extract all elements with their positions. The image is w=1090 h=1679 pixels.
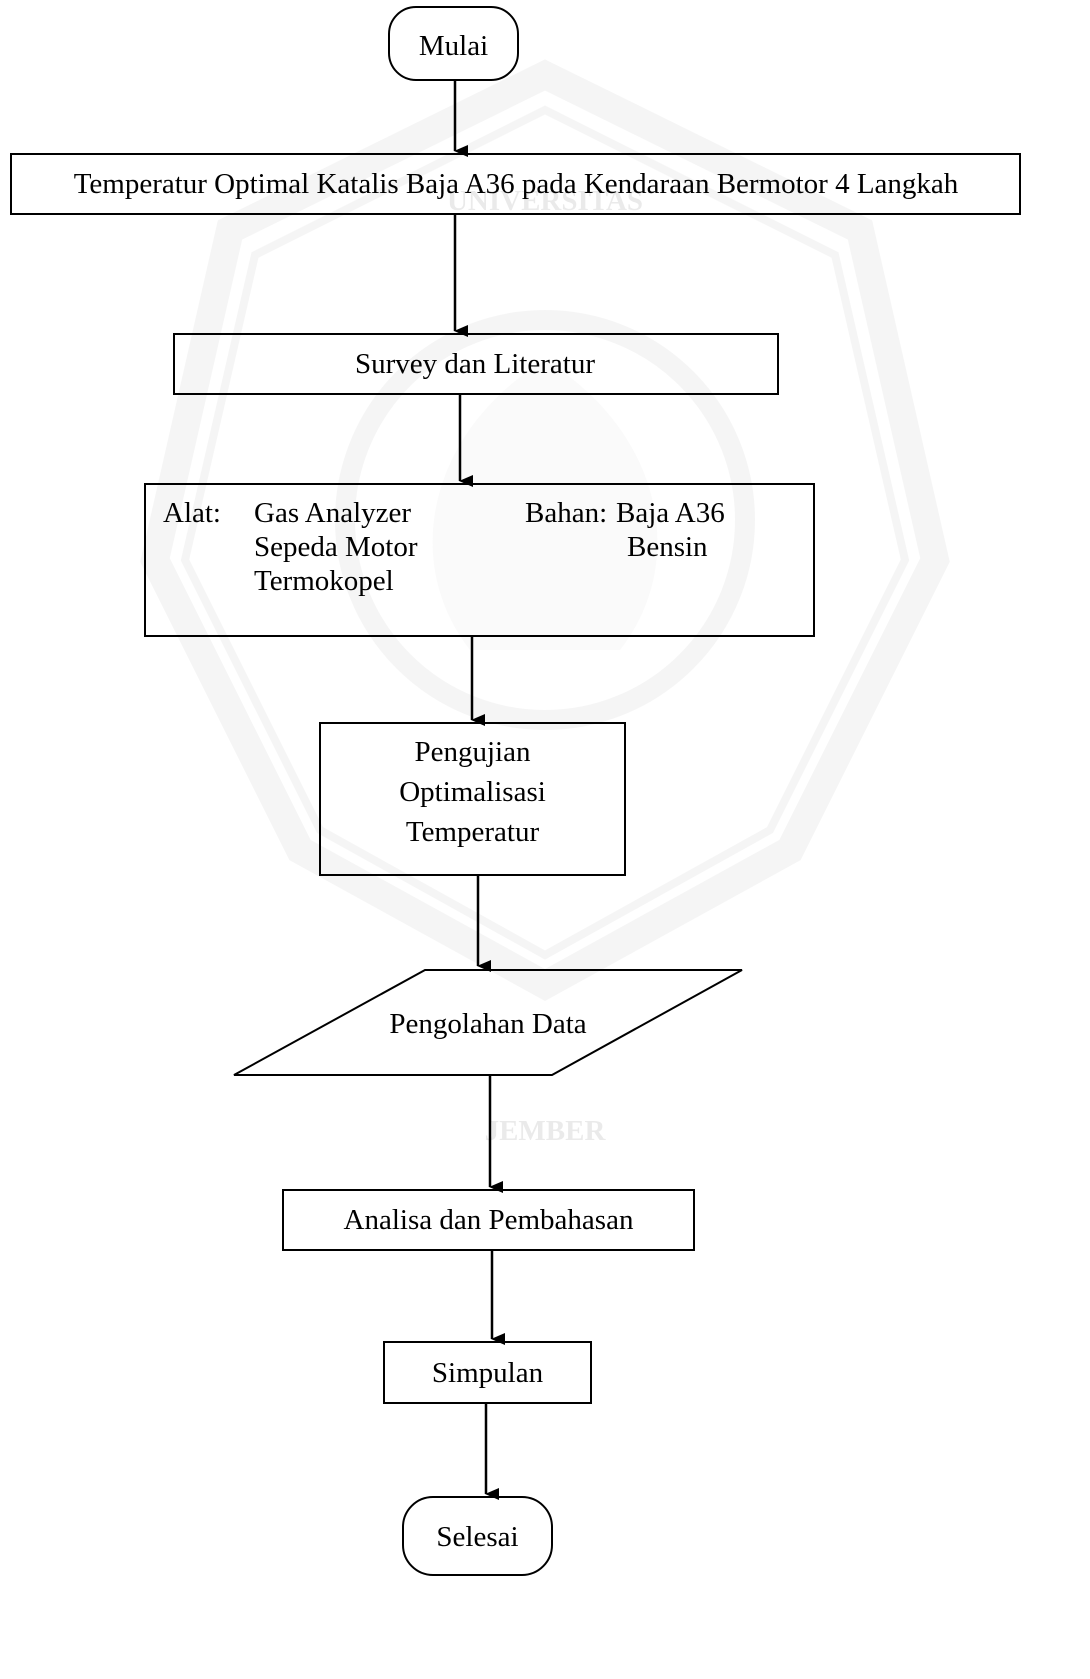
alat-item-2: Sepeda Motor [254,531,418,563]
start-terminator-shape [388,6,519,81]
testing-label-line-3: Temperatur [406,816,540,848]
conclusion-process-node: Simpulan [383,1341,592,1404]
data-processing-node: Pengolahan Data [233,969,743,1076]
start-label: Mulai [419,30,488,62]
watermark-bottom-text: JEMBER [485,1115,607,1147]
watermark-emblem-leaf [432,360,658,650]
data-processing-shape [233,969,743,1076]
title-process-label: Temperatur Optimal Katalis Baja A36 pada… [74,168,959,200]
end-terminator-shape [402,1496,553,1576]
alat-item-1: Gas Analyzer [254,497,411,529]
bahan-item-1: Baja A36 [616,497,725,529]
end-label: Selesai [436,1521,518,1553]
testing-label-line-2: Optimalisasi [399,776,546,808]
materials-process-node: Alat: Gas Analyzer Sepeda Motor Termokop… [144,483,815,637]
alat-label: Alat: [163,497,221,529]
conclusion-process-label: Simpulan [432,1357,544,1389]
testing-process-shape [319,722,626,876]
university-watermark: UNIVERSITAS JEMBER [140,59,950,1147]
watermark-top-text: UNIVERSITAS [447,185,643,217]
testing-process-node: Pengujian Optimalisasi Temperatur [319,722,626,876]
conclusion-process-shape [383,1341,592,1404]
title-process-node: Temperatur Optimal Katalis Baja A36 pada… [10,153,1021,215]
testing-label-line-1: Pengujian [415,736,531,768]
analysis-process-label: Analisa dan Pembahasan [344,1204,634,1236]
analysis-process-shape [282,1189,695,1251]
end-node: Selesai [402,1496,553,1576]
watermark-shield-outline [140,59,950,1001]
analysis-process-node: Analisa dan Pembahasan [282,1189,695,1251]
start-node: Mulai [388,6,519,81]
survey-process-shape [173,333,779,395]
bahan-label: Bahan: [525,497,607,529]
data-processing-label: Pengolahan Data [389,1008,586,1040]
watermark-shield-inner [180,105,910,960]
watermark-emblem-circle [335,310,755,730]
bahan-item-2: Bensin [627,531,708,563]
survey-process-label: Survey dan Literatur [355,348,595,380]
materials-process-shape [144,483,815,637]
title-process-shape [10,153,1021,215]
survey-process-node: Survey dan Literatur [173,333,779,395]
alat-item-3: Termokopel [254,565,394,597]
